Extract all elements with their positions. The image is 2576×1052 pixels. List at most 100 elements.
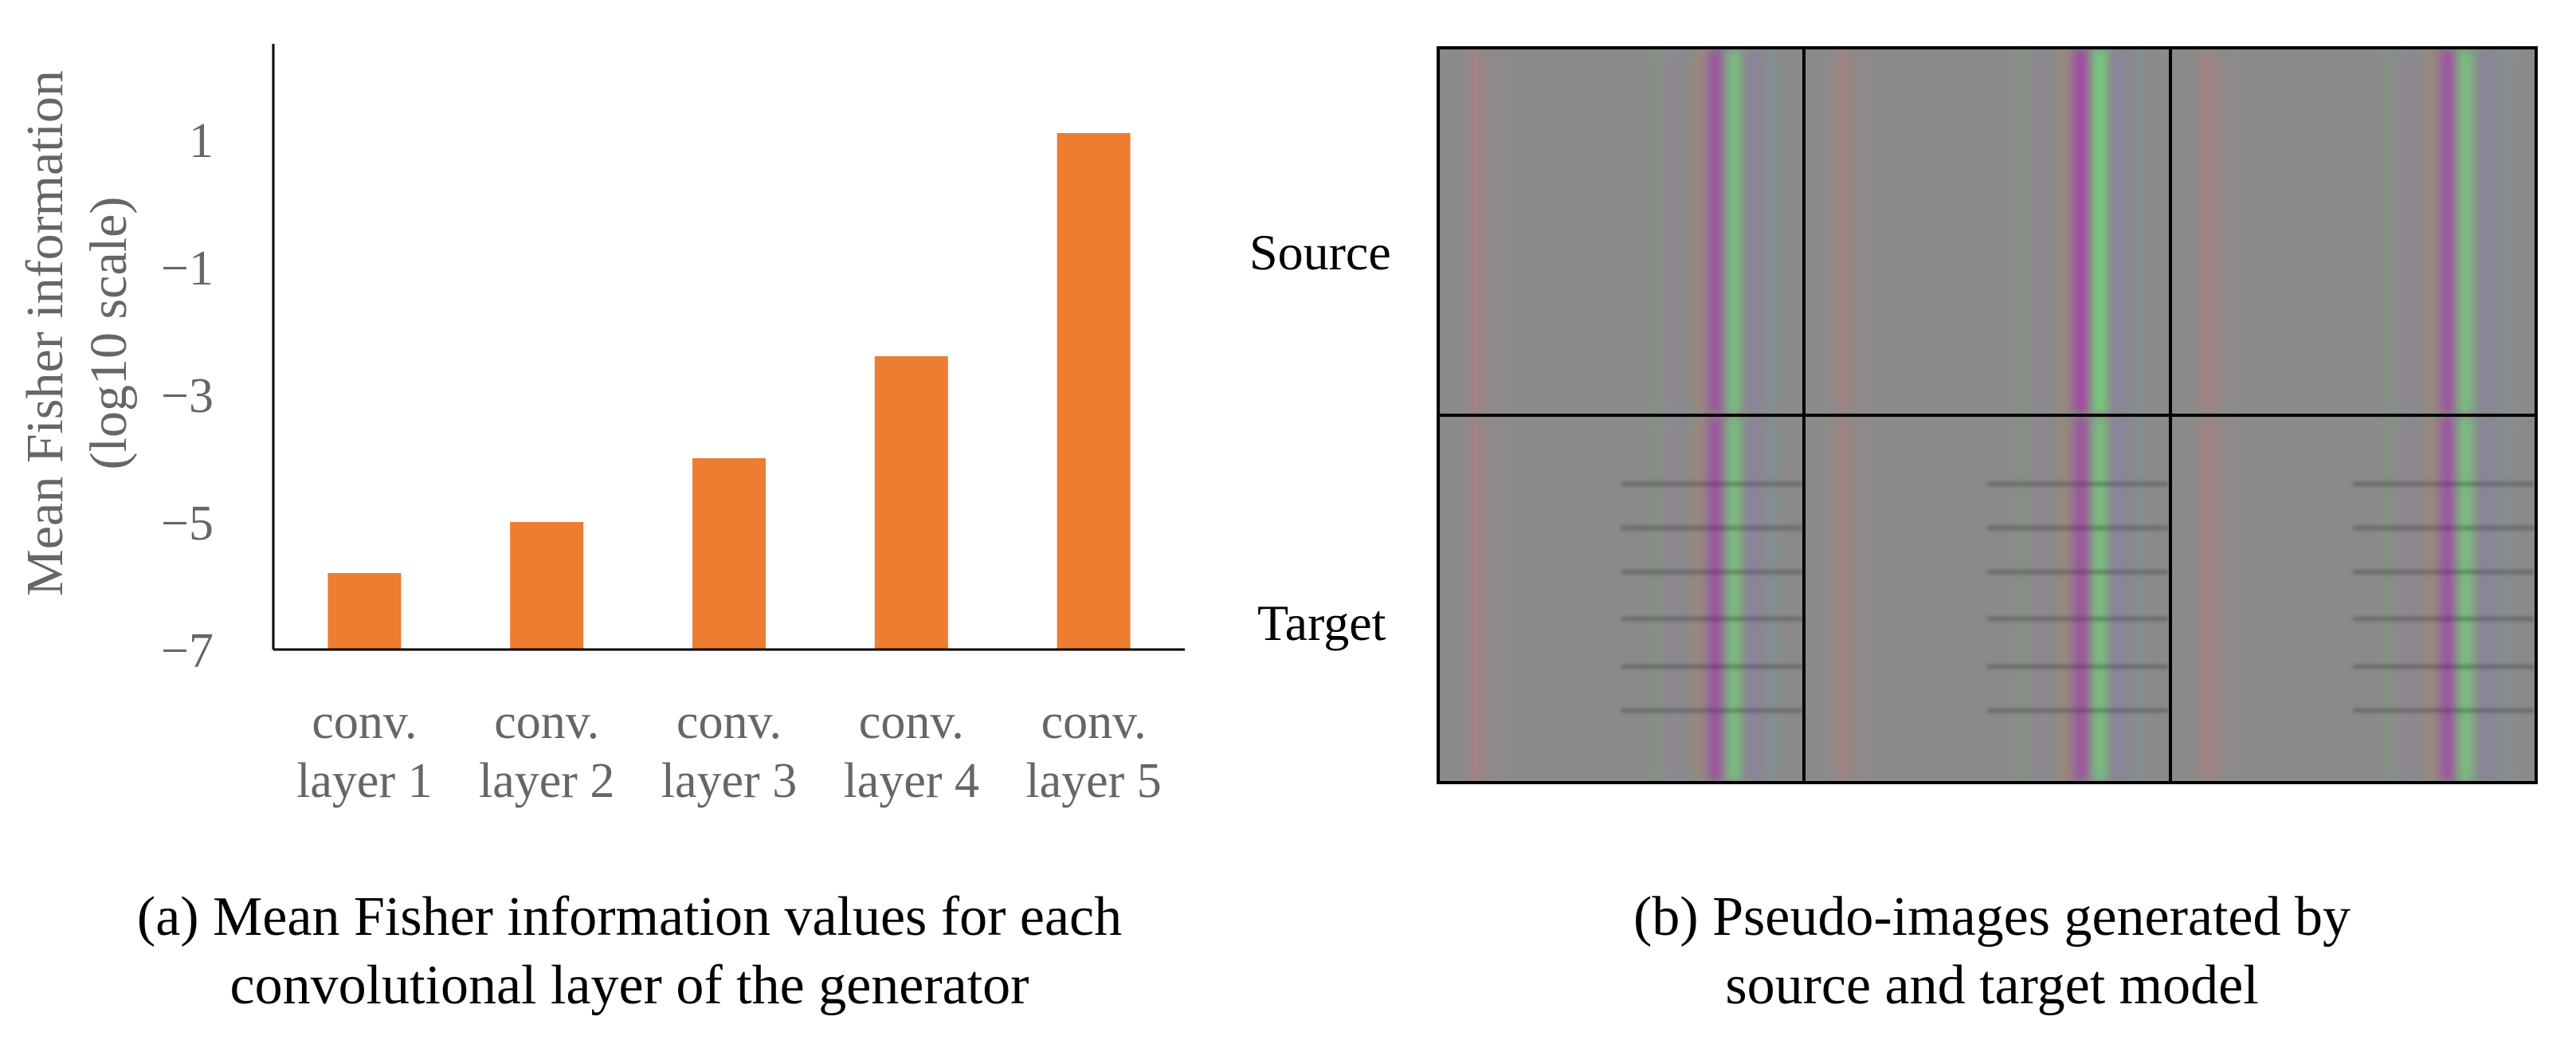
- image-stripe: [2092, 417, 2107, 781]
- source-image-3: [2171, 49, 2535, 414]
- image-stripe: [2201, 417, 2216, 781]
- image-stripe: [1708, 49, 1723, 414]
- image-stripe: [1834, 417, 1849, 781]
- image-stripe: [2480, 49, 2492, 414]
- image-band: [1621, 617, 1803, 622]
- image-band: [1986, 708, 2169, 712]
- image-stripe: [2502, 49, 2510, 414]
- target-image-1: [1440, 417, 1803, 781]
- image-band: [1621, 482, 1803, 487]
- y-tick-label: −3: [161, 369, 214, 423]
- image-band: [2353, 482, 2535, 487]
- image-stripe: [2074, 417, 2089, 781]
- image-band: [1621, 708, 1803, 712]
- image-band: [1986, 617, 2169, 622]
- y-axis-label-line-1: Mean Fisher information: [16, 70, 74, 596]
- x-category-label: layer 4: [844, 754, 979, 808]
- bar: [1057, 133, 1131, 650]
- image-stripe: [1857, 49, 1868, 414]
- image-band: [1621, 569, 1803, 574]
- image-stripe: [2425, 49, 2437, 414]
- image-stripe: [2060, 417, 2071, 781]
- y-tick-label: −7: [161, 624, 214, 678]
- caption-a-line-2: convolutional layer of the generator: [229, 955, 1029, 1016]
- image-stripe: [2382, 49, 2394, 414]
- x-category-label: conv.: [494, 695, 599, 749]
- image-stripe: [2480, 417, 2492, 781]
- target-image-3: [2171, 417, 2535, 781]
- bars: [327, 133, 1131, 650]
- image-stripe: [1857, 417, 1868, 781]
- bar: [327, 573, 402, 650]
- image-stripe: [2502, 417, 2510, 781]
- image-stripe: [2425, 417, 2437, 781]
- target-image-2: [1806, 417, 2169, 781]
- image-stripe: [2222, 417, 2234, 781]
- image-band: [2353, 664, 2535, 669]
- image-stripe: [1668, 49, 1676, 414]
- image-stripe: [2400, 417, 2408, 781]
- y-tick-labels: 1 −1 −3 −5 −7: [161, 114, 214, 678]
- image-stripe: [2114, 417, 2125, 781]
- image-stripe: [1726, 417, 1741, 781]
- x-category-label: layer 3: [661, 754, 797, 808]
- x-category-label: conv.: [676, 695, 782, 749]
- image-stripe: [2016, 49, 2028, 414]
- caption-a: (a) Mean Fisher information values for e…: [32, 883, 1227, 1020]
- caption-b: (b) Pseudo-images generated by source an…: [1426, 883, 2558, 1020]
- x-category-label: layer 5: [1025, 754, 1161, 808]
- image-stripe: [1708, 417, 1723, 781]
- image-stripe: [1490, 417, 1502, 781]
- image-band: [1986, 526, 2169, 531]
- image-stripe: [2114, 49, 2125, 414]
- bar: [692, 458, 766, 650]
- image-stripe: [2440, 49, 2455, 414]
- y-tick-label: 1: [189, 114, 214, 168]
- image-stripe: [2458, 417, 2473, 781]
- row-label-target: Target: [1257, 595, 1386, 651]
- image-stripe: [1834, 49, 1849, 414]
- y-tick-label: −1: [161, 241, 214, 296]
- image-band: [1986, 482, 2169, 487]
- image-stripe: [2440, 417, 2455, 781]
- x-category-label: conv.: [1041, 695, 1147, 749]
- image-stripe: [1748, 417, 1759, 781]
- caption-a-line-1: (a) Mean Fisher information values for e…: [136, 886, 1123, 948]
- source-image-2: [1806, 49, 2169, 414]
- image-stripe: [2074, 49, 2089, 414]
- caption-b-line-1: (b) Pseudo-images generated by: [1633, 886, 2351, 948]
- image-stripe: [2135, 49, 2143, 414]
- image-stripe: [2201, 49, 2216, 414]
- image-stripe: [2034, 49, 2042, 414]
- x-category-label: conv.: [859, 695, 964, 749]
- image-stripe: [2400, 49, 2408, 414]
- image-stripe: [1693, 49, 1705, 414]
- image-stripe: [2034, 417, 2042, 781]
- image-stripe: [2060, 49, 2071, 414]
- image-band: [1621, 664, 1803, 669]
- image-stripe: [1468, 49, 1484, 414]
- y-tick-label: −5: [161, 497, 214, 551]
- image-stripe: [1468, 417, 1484, 781]
- source-image-1: [1440, 49, 1803, 414]
- image-stripe: [1748, 49, 1759, 414]
- image-stripe: [2016, 417, 2028, 781]
- image-stripe: [1668, 417, 1676, 781]
- image-band: [1986, 664, 2169, 669]
- image-band: [2353, 708, 2535, 712]
- x-category-label: conv.: [312, 695, 417, 749]
- image-band: [2353, 617, 2535, 622]
- image-band: [2353, 569, 2535, 574]
- image-band: [1621, 526, 1803, 531]
- row-label-source: Source: [1249, 224, 1391, 281]
- y-axis-label-line-2: (log10 scale): [80, 197, 138, 470]
- image-stripe: [2135, 417, 2143, 781]
- pseudo-image-grid: [1437, 46, 2538, 784]
- image-stripe: [2222, 49, 2234, 414]
- image-stripe: [2092, 49, 2107, 414]
- caption-b-line-2: source and target model: [1725, 955, 2259, 1016]
- image-band: [2353, 526, 2535, 531]
- image-stripe: [1726, 49, 1741, 414]
- image-stripe: [1770, 49, 1778, 414]
